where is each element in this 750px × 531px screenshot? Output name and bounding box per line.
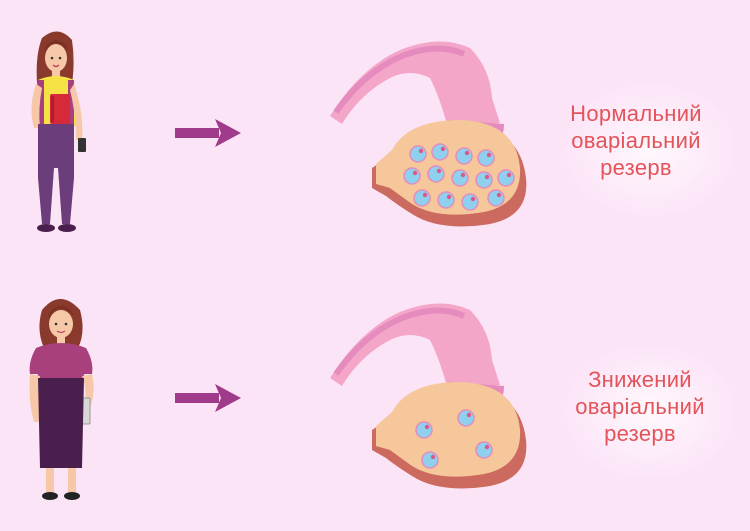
follicle-icon xyxy=(475,441,493,459)
follicle-icon xyxy=(403,167,421,185)
oocyte-dot xyxy=(446,194,452,200)
follicle-icon xyxy=(431,143,449,161)
row-reduced-reserve: Знижений оваріальний резерв xyxy=(0,266,750,531)
caption-line: оваріальний xyxy=(575,394,705,419)
caption-line: Знижений xyxy=(588,367,692,392)
follicle-icon xyxy=(475,171,493,189)
oocyte-dot xyxy=(496,192,502,198)
follicle-icon xyxy=(427,165,445,183)
oocyte-dot xyxy=(440,146,446,152)
ovary-reduced-diagram xyxy=(330,303,527,489)
follicle-icon xyxy=(413,189,431,207)
caption-glow xyxy=(560,80,740,220)
oocyte-dot xyxy=(430,454,436,460)
follicle-icon xyxy=(415,421,433,439)
follicle-icon xyxy=(461,193,479,211)
row-normal-reserve: Нормальний оваріальний резерв xyxy=(0,0,750,265)
follicle-icon xyxy=(487,189,505,207)
oocyte-dot xyxy=(424,424,430,430)
caption-normal-reserve: Нормальний оваріальний резерв xyxy=(552,100,720,181)
caption-line: оваріальний xyxy=(571,128,701,153)
oocyte-dot xyxy=(506,172,512,178)
follicle-icon xyxy=(457,409,475,427)
follicle-icon xyxy=(437,191,455,209)
oocyte-dot xyxy=(484,444,490,450)
follicle-icon xyxy=(477,149,495,167)
oocyte-dot xyxy=(412,170,418,176)
arrow-right-icon xyxy=(175,384,241,412)
follicle-icon xyxy=(497,169,515,187)
oocyte-dot xyxy=(466,412,472,418)
oocyte-dot xyxy=(422,192,428,198)
caption-reduced-reserve: Знижений оваріальний резерв xyxy=(556,366,724,447)
caption-line: Нормальний xyxy=(570,101,702,126)
arrow-right-icon xyxy=(175,119,241,147)
caption-glow xyxy=(560,342,740,482)
adult-woman-illustration xyxy=(29,299,94,500)
oocyte-dot xyxy=(486,152,492,158)
oocyte-dot xyxy=(470,196,476,202)
oocyte-dot xyxy=(436,168,442,174)
oocyte-dot xyxy=(460,172,466,178)
young-woman-illustration xyxy=(31,31,86,232)
caption-line: резерв xyxy=(604,421,676,446)
caption-line: резерв xyxy=(600,155,672,180)
follicle-group-reduced xyxy=(415,409,493,469)
follicle-group-normal xyxy=(403,143,515,211)
follicle-icon xyxy=(421,451,439,469)
follicle-icon xyxy=(451,169,469,187)
follicle-icon xyxy=(455,147,473,165)
oocyte-dot xyxy=(464,150,470,156)
oocyte-dot xyxy=(484,174,490,180)
oocyte-dot xyxy=(418,148,424,154)
ovary-normal-diagram xyxy=(330,41,527,227)
follicle-icon xyxy=(409,145,427,163)
